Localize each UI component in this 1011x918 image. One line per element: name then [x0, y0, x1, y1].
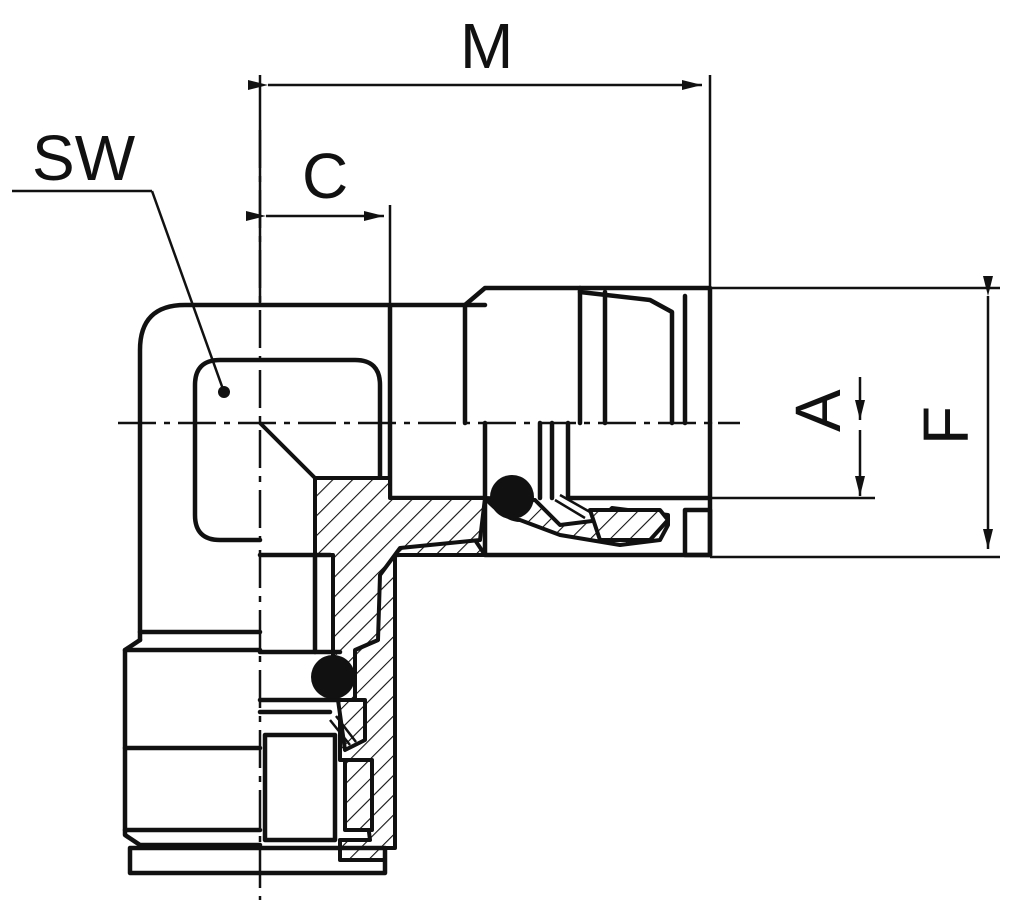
elbow-body: [137, 302, 488, 643]
sw-callout: SW: [12, 122, 226, 393]
right-sleeve-upper: [462, 285, 713, 426]
m-label: M: [460, 10, 513, 82]
inner-collet: [262, 732, 338, 843]
dimension-c: C: [246, 140, 392, 305]
dimension-m: M: [248, 10, 712, 305]
right-sleeve-lower: [482, 420, 713, 558]
gripper-teeth: [329, 493, 591, 746]
o-ring-bottom: [311, 655, 355, 699]
collet-taper: [577, 289, 675, 426]
right-port: [462, 285, 713, 558]
o-ring-right: [490, 475, 534, 519]
dimension-f: F: [710, 276, 1000, 559]
a-label: A: [782, 389, 854, 432]
bottom-sleeve: [122, 637, 263, 848]
cross-section: [258, 421, 670, 862]
bottom-ring-section: [343, 758, 374, 832]
c-label: C: [302, 140, 348, 212]
section-elbow: [313, 476, 487, 702]
sw-label: SW: [32, 122, 136, 194]
right-ring: [682, 507, 713, 558]
sw-leader: [150, 190, 226, 393]
bottom-flange: [127, 845, 388, 876]
right-ring-section: [588, 508, 670, 542]
bottom-port: [122, 552, 388, 876]
f-label: F: [910, 406, 982, 445]
dimension-a: A: [710, 377, 875, 500]
body-outline: [137, 302, 488, 643]
